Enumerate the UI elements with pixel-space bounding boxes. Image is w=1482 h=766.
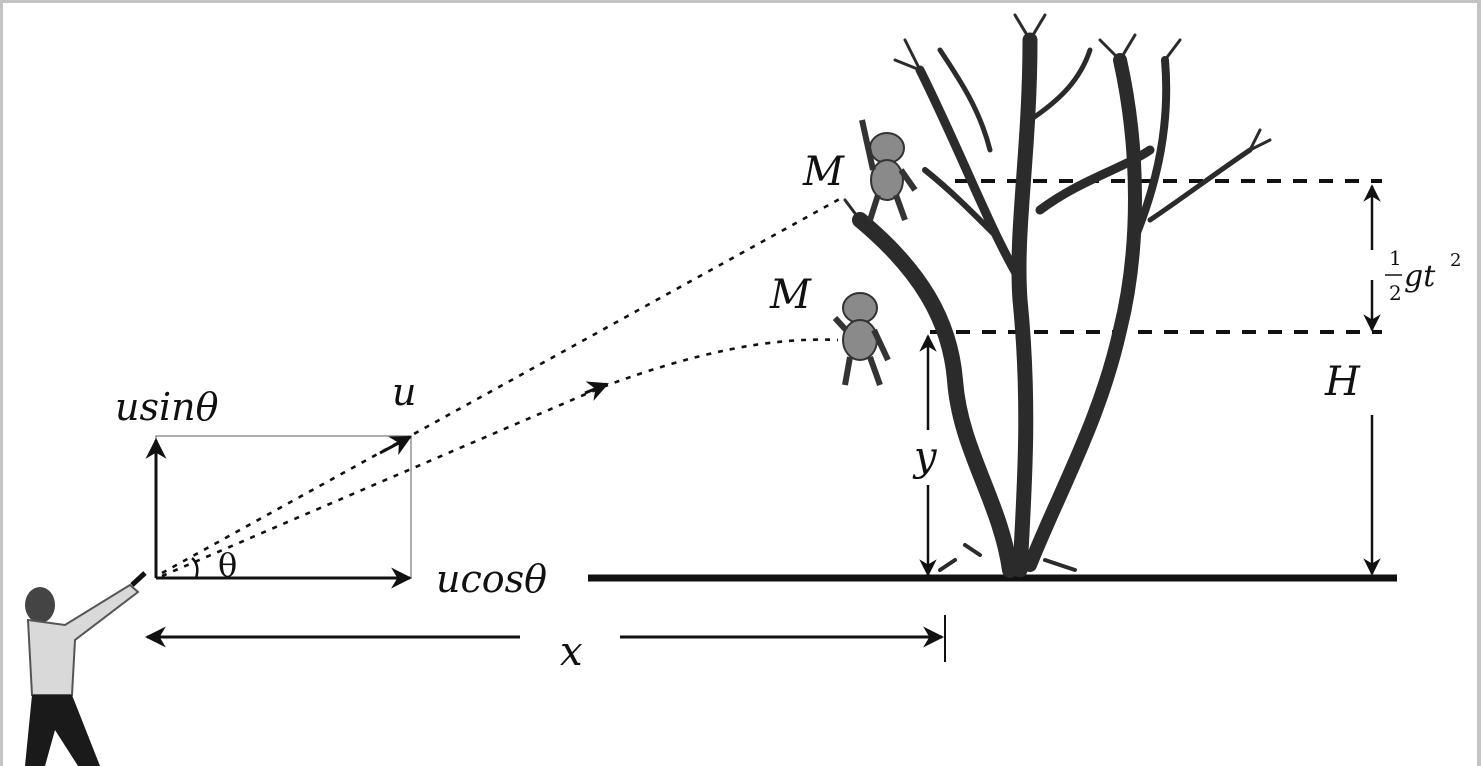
projectile-path [161,338,839,578]
fraction-denominator: 2 [1389,281,1402,305]
vertical-component-label: usinθ [115,385,219,429]
h-label: H [1324,359,1361,405]
monkey-initial [859,119,918,222]
monkey-fallen [832,292,891,387]
hunter [25,571,147,766]
angle-label: θ [218,546,237,584]
velocity-arrow [379,435,412,456]
x-label: x [560,629,583,675]
drop-distance-label: 1 2 gt 2 [1385,246,1461,305]
drop-expression: gt [1404,259,1436,294]
angle-arc [191,557,199,579]
y-label: y [912,434,938,480]
horizontal-component-label: ucosθ [436,557,547,601]
drop-exponent: 2 [1450,250,1461,271]
monkey-initial-label: M [802,149,845,195]
tree [843,13,1272,578]
monkey-fallen-label: M [769,272,812,318]
line-of-sight [161,194,846,575]
fraction-numerator: 1 [1389,246,1402,270]
projectile-direction-arrow [584,381,609,401]
velocity-label: u [392,370,416,414]
